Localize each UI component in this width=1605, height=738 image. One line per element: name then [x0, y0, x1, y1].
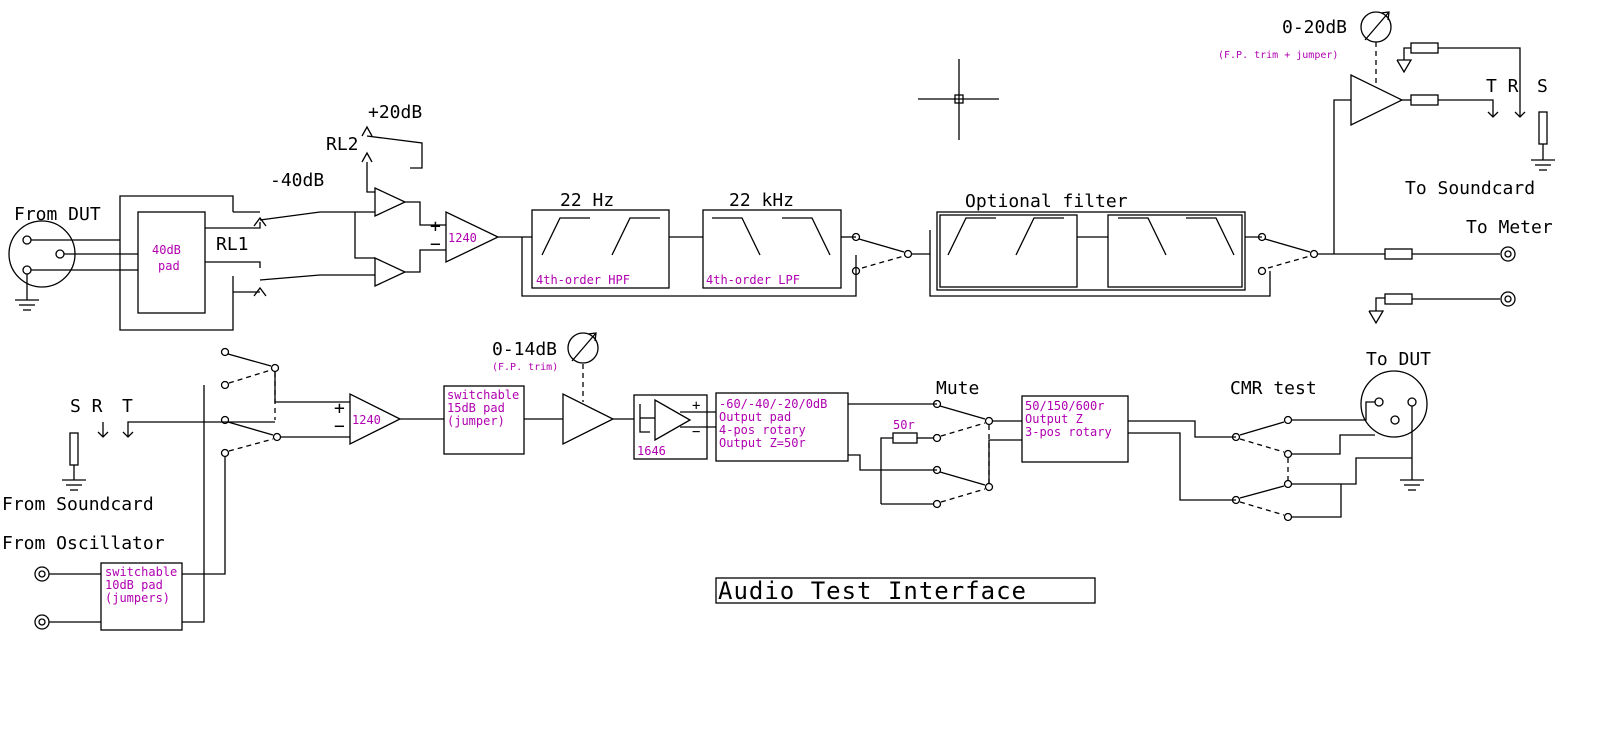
- 15db-pad-line2: 15dB pad: [447, 401, 505, 415]
- minus-40db-label: -40dB: [270, 170, 324, 191]
- output-z-line2: Output Z: [1025, 412, 1083, 426]
- output-pad-line4: Output Z=50r: [719, 436, 806, 450]
- output-pad-block: [715, 392, 849, 462]
- to-dut-xlr-icon: [1360, 370, 1428, 438]
- optional-filter-label: Optional filter: [965, 191, 1128, 212]
- optional-filter-box: [936, 211, 1246, 291]
- op-amp-icon: [349, 392, 402, 446]
- lpf-block: [702, 209, 842, 289]
- rl2-label: RL2: [326, 134, 359, 155]
- op-amp-icon: [445, 210, 500, 264]
- cmr-test-label: CMR test: [1230, 378, 1317, 399]
- output-z-block: [1021, 395, 1129, 463]
- to-meter-jack-icon: [1500, 246, 1516, 262]
- trim-pot-icon: [567, 332, 599, 364]
- hpf-block: [531, 209, 670, 289]
- rl1-label: RL1: [216, 234, 249, 255]
- from-soundcard-label: From Soundcard: [2, 494, 154, 515]
- diagram-title: Audio Test Interface: [718, 577, 1027, 605]
- t-label: T: [122, 396, 133, 417]
- gain-0-14-label: 0-14dB: [492, 339, 557, 360]
- 10db-pad-line1: switchable: [105, 565, 177, 579]
- s-label: S: [1537, 76, 1548, 97]
- gain-0-20-note: (F.P. trim + jumper): [1218, 50, 1338, 61]
- amp-out-minus: −: [334, 416, 345, 437]
- ground-icon: [1400, 479, 1424, 491]
- 15db-pad-line1: switchable: [447, 388, 519, 402]
- 10db-pad-line2: 10dB pad: [105, 578, 163, 592]
- 22hz-label: 22 Hz: [560, 190, 614, 211]
- amp-in-minus: −: [430, 234, 441, 255]
- to-dut-label: To DUT: [1366, 349, 1431, 370]
- 15db-pad-line3: (jumper): [447, 414, 505, 428]
- amp-out-label: 1240: [352, 413, 381, 427]
- from-dut-xlr-icon: [8, 220, 76, 300]
- trim-pot-icon: [1360, 11, 1392, 43]
- ground-icon: [15, 299, 39, 311]
- gain-0-14-note: (F.P. trim): [492, 362, 558, 373]
- output-pad-line1: -60/-40/-20/0dB: [719, 397, 827, 411]
- output-pad-line2: Output pad: [719, 410, 791, 424]
- 50r-label: 50r: [893, 418, 915, 432]
- 40db-pad-line1: 40dB: [152, 243, 181, 257]
- op-amp-icon: [562, 392, 615, 446]
- 15db-pad-block: [443, 385, 525, 455]
- 1646-plus: +: [692, 398, 700, 414]
- 1646-minus: −: [692, 424, 700, 440]
- amp-in-plus: +: [430, 216, 441, 237]
- amp-out-plus: +: [334, 398, 345, 419]
- trs-label: T R: [1486, 76, 1519, 97]
- crosshair-icon: [918, 59, 999, 140]
- from-dut-label: From DUT: [14, 204, 101, 225]
- 40db-pad-line2: pad: [158, 259, 180, 273]
- 22khz-label: 22 kHz: [729, 190, 794, 211]
- output-z-line3: 3-pos rotary: [1025, 425, 1112, 439]
- from-soundcard-jack-plug-icon: [62, 432, 86, 491]
- sr-label: S R: [70, 396, 103, 417]
- oscillator-jack-icon: [34, 566, 50, 630]
- 40db-pad-block: [137, 211, 206, 314]
- mute-label: Mute: [936, 378, 979, 399]
- lpf-label: 4th-order LPF: [706, 273, 800, 287]
- output-pad-line3: 4-pos rotary: [719, 423, 806, 437]
- gain-0-20-label: 0-20dB: [1282, 17, 1347, 38]
- from-oscillator-label: From Oscillator: [2, 533, 165, 554]
- 1646-label: 1646: [637, 444, 666, 458]
- op-amp-icon: [374, 186, 407, 288]
- to-meter-label: To Meter: [1466, 217, 1553, 238]
- ground-jack-icon: [1500, 291, 1516, 307]
- hpf-label: 4th-order HPF: [536, 273, 630, 287]
- op-amp-icon: [1350, 73, 1404, 127]
- 10db-pad-line3: (jumpers): [105, 591, 170, 605]
- jack-plug-icon: [1531, 111, 1555, 171]
- output-z-line1: 50/150/600r: [1025, 399, 1104, 413]
- amp-in-label: 1240: [448, 231, 477, 245]
- to-soundcard-label: To Soundcard: [1405, 178, 1535, 199]
- 10db-pad-block: [100, 562, 183, 631]
- title-box: [715, 577, 1096, 604]
- plus-20db-label: +20dB: [368, 102, 422, 123]
